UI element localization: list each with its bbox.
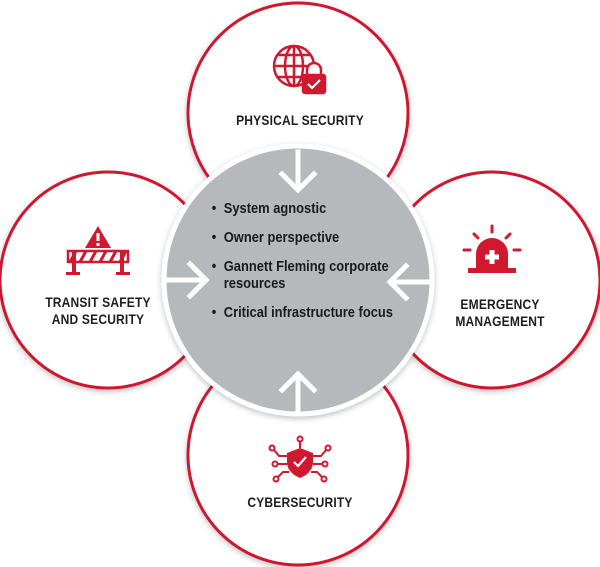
shield-circuit-icon <box>268 435 332 483</box>
globe-lock-icon <box>272 44 327 95</box>
arrow-down-icon <box>278 149 318 194</box>
center-bullet-list: System agnostic Owner perspective Gannet… <box>210 200 400 333</box>
arrow-up-icon <box>278 370 318 415</box>
cybersecurity-text: CYBERSECURITY <box>247 494 353 510</box>
physical-security-text: PHYSICAL SECURITY <box>236 112 364 128</box>
center-item-owner-perspective: Owner perspective <box>210 229 396 246</box>
center-item-corporate-resources: Gannett Fleming corporate resources <box>210 258 396 292</box>
center-item-system-agnostic: System agnostic <box>210 200 396 217</box>
emergency-management-text-line1: EMERGENCY <box>460 296 540 312</box>
center-item-infrastructure-focus: Critical infrastructure focus <box>210 304 396 321</box>
warning-barrier-icon <box>66 226 130 275</box>
physical-security-label: PHYSICAL SECURITY <box>214 112 386 129</box>
emergency-management-label: EMERGENCY MANAGEMENT <box>440 296 560 330</box>
cybersecurity-label: CYBERSECURITY <box>214 494 386 511</box>
transit-safety-text-line1: TRANSIT SAFETY <box>45 294 151 310</box>
arrow-right-icon <box>163 260 210 300</box>
transit-safety-label: TRANSIT SAFETY AND SECURITY <box>38 294 158 328</box>
emergency-management-text-line2: MANAGEMENT <box>455 313 545 329</box>
transit-safety-text-line2: AND SECURITY <box>51 311 145 327</box>
emergency-siren-icon <box>462 224 522 273</box>
